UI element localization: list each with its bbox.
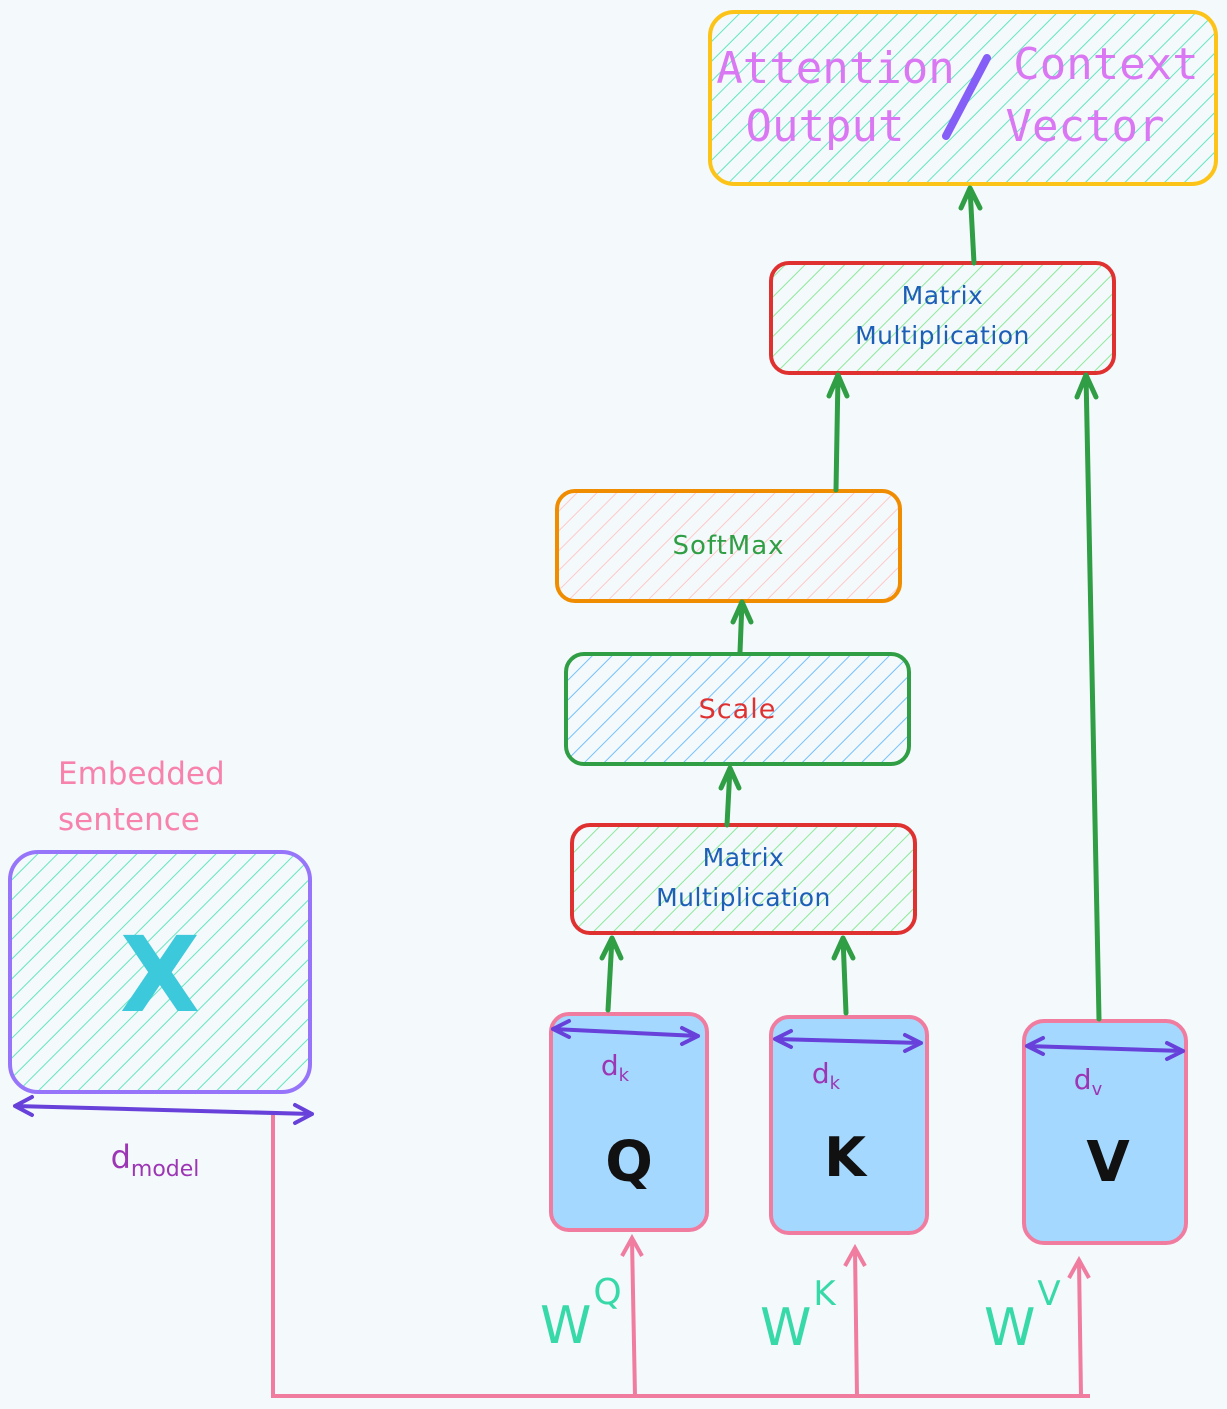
matmul-top-line1: Matrix: [901, 281, 984, 310]
v-dim-sub: v: [1091, 1079, 1103, 1100]
output-line1-left: Attention: [716, 42, 955, 94]
projection-connectors: [271, 1115, 1091, 1398]
dmodel-sub: model: [130, 1157, 200, 1182]
scale-box: [564, 652, 911, 766]
weight-wq-sup: Q: [593, 1272, 622, 1313]
embedding-caption-line2: sentence: [58, 802, 200, 838]
output-line2-left: Output: [745, 100, 905, 152]
matmul-top-line2: Multiplication: [855, 321, 1030, 350]
arrow-k-to-matmul: [831, 935, 856, 1016]
q-dim-base: d: [600, 1049, 619, 1082]
v-symbol: V: [1086, 1130, 1130, 1195]
arrow-matmul-to-output: [958, 185, 983, 266]
q-symbol: Q: [605, 1130, 653, 1195]
scale-label: Scale: [698, 693, 777, 725]
dmodel-arrow: [13, 1095, 314, 1125]
embedding-symbol-x: X: [119, 914, 201, 1036]
output-line1-right: Context: [1013, 38, 1199, 90]
matmul-bottom-box: [570, 823, 917, 935]
v-box: [1022, 1019, 1188, 1245]
arrow-scale-to-softmax: [730, 599, 754, 655]
matmul-bottom-line2: Multiplication: [656, 883, 831, 912]
wk-riser: [843, 1243, 867, 1397]
matmul-bottom-line1: Matrix: [702, 843, 785, 872]
dk-k-arrow: [773, 1029, 923, 1053]
k-dim-sub: k: [829, 1073, 841, 1094]
flow-arrows: [599, 185, 1102, 1022]
weight-wk-sup: K: [813, 1274, 836, 1314]
arrow-v-to-matmul: [1074, 372, 1102, 1022]
matmul-top-box: [769, 261, 1116, 375]
weight-wv-base: W: [984, 1298, 1036, 1358]
k-box: [769, 1015, 929, 1235]
v-dim-base: d: [1073, 1063, 1092, 1096]
softmax-box: [555, 489, 902, 603]
weight-wk-base: W: [760, 1298, 812, 1358]
weight-wv-sup: V: [1037, 1274, 1061, 1314]
output-box: [708, 10, 1218, 186]
softmax-label: SoftMax: [672, 531, 785, 561]
k-dim-base: d: [811, 1057, 830, 1090]
dimension-arrows: [13, 1019, 1185, 1125]
k-symbol: K: [824, 1126, 866, 1189]
arrow-matmul-to-scale: [718, 765, 742, 828]
dv-arrow: [1025, 1036, 1185, 1061]
dk-q-arrow: [551, 1019, 700, 1046]
q-box: [549, 1012, 709, 1232]
wv-riser: [1067, 1255, 1091, 1397]
output-line2-right: Vector: [1005, 100, 1165, 152]
wq-riser: [620, 1233, 644, 1397]
embedding-box: [8, 850, 312, 1094]
slash-divider: [942, 54, 991, 140]
q-dim-sub: k: [618, 1065, 630, 1086]
arrow-softmax-to-matmul: [826, 372, 850, 493]
weight-wq-base: W: [540, 1296, 592, 1356]
dmodel-base: d: [110, 1138, 131, 1176]
embedding-caption-line1: Embedded: [58, 756, 225, 792]
arrow-q-to-matmul: [599, 935, 624, 1013]
